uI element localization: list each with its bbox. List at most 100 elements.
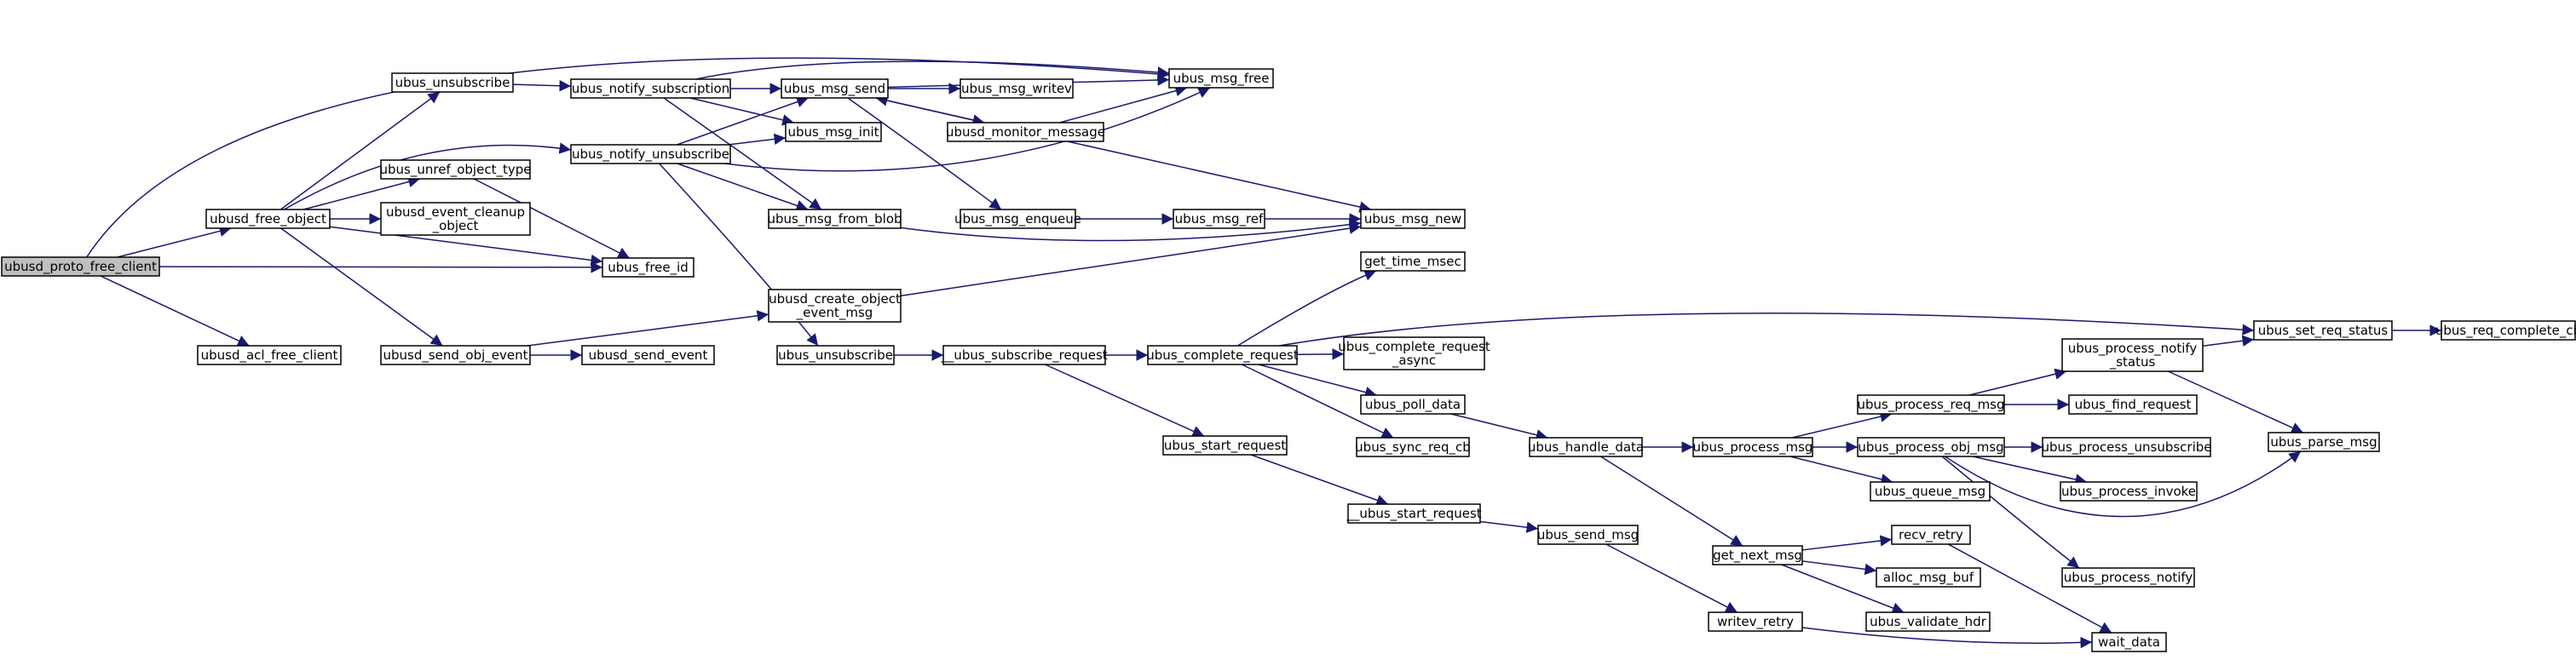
node-box <box>1870 481 1991 502</box>
node-writev-retry[interactable]: writev_retry <box>1708 611 1803 632</box>
node-label: recv_retry <box>1899 527 1963 543</box>
node-ubus-process-notify-status[interactable]: ubus_process_notify_status <box>2061 338 2204 372</box>
node-ubus-msg-enqueue[interactable]: ubus_msg_enqueue <box>954 209 1081 229</box>
node-ubus-free-id[interactable]: ubus_free_id <box>602 257 694 278</box>
node---ubus-start-request[interactable]: __ubus_start_request <box>1346 503 1482 524</box>
node-box <box>380 345 531 365</box>
node-box <box>960 209 1076 229</box>
node-ubus-parse-msg[interactable]: ubus_parse_msg <box>2268 432 2380 452</box>
edge-ubusd_send_obj_event-to-ubusd_create_object_event_msg <box>527 310 769 347</box>
node-ubus-find-request[interactable]: ubus_find_request <box>2068 394 2198 415</box>
node-ubus-process-req-msg[interactable]: ubus_process_req_msg <box>1857 394 2005 415</box>
node-ubus-set-req-status[interactable]: ubus_set_req_status <box>2253 320 2393 341</box>
node-ubusd-create-object-event-msg[interactable]: ubusd_create_object_event_msg <box>768 289 902 323</box>
edge-ubus_complete_request-to-ubus_sync_req_cb <box>1241 364 1394 439</box>
node-ubus-validate-hdr[interactable]: ubus_validate_hdr <box>1865 611 1991 632</box>
node-ubus-process-obj-msg[interactable]: ubus_process_obj_msg <box>1857 437 2005 457</box>
edge-get_next_msg-to-recv_retry <box>1801 535 1893 551</box>
node-recv-retry[interactable]: recv_retry <box>1891 525 1971 545</box>
edge-ubusd_proto_free_client-to-ubusd_free_object <box>117 225 232 258</box>
node-wait-data[interactable]: wait_data <box>2091 632 2167 652</box>
node-box <box>1865 611 1991 632</box>
node-box <box>2060 481 2198 502</box>
node-label: ubus_msg_send <box>784 81 885 97</box>
edge-ubusd_monitor_message-to-ubus_msg_send <box>875 95 985 123</box>
node-label: ubus_notify_subscription <box>572 81 729 97</box>
node-ubus-queue-msg[interactable]: ubus_queue_msg <box>1870 481 1991 502</box>
edge-ubusd_free_object-to-ubus_unsubscribe <box>279 91 441 210</box>
node-ubus-msg-from-blob[interactable]: ubus_msg_from_blob <box>767 209 902 229</box>
edge-ubusd_free_object-to-ubus_unref_object_type <box>303 175 420 210</box>
edge-ubus_process_msg-to-ubus_queue_msg <box>1789 456 1893 485</box>
node-ubus-msg-init[interactable]: ubus_msg_init <box>785 122 882 142</box>
node-ubus-start-request[interactable]: ubus_start_request <box>1162 435 1288 456</box>
node-ubus-process-unsubscribe[interactable]: ubus_process_unsubscribe <box>2042 437 2212 457</box>
node-ubus-process-invoke[interactable]: ubus_process_invoke <box>2060 481 2198 502</box>
node-ubusd-acl-free-client[interactable]: ubusd_acl_free_client <box>197 345 342 365</box>
node-box <box>1162 435 1288 456</box>
node-box <box>1712 545 1803 565</box>
node-ubus-unsubscribe2[interactable]: ubus_unsubscribe <box>776 345 895 365</box>
node-get-next-msg[interactable]: get_next_msg <box>1712 545 1803 565</box>
node-ubus-process-notify[interactable]: ubus_process_notify <box>2061 567 2195 588</box>
node-ubusd-proto-free-client[interactable]: ubusd_proto_free_client <box>1 256 160 277</box>
node-box <box>768 289 902 323</box>
node-label: ubus_process_msg <box>1693 439 1813 456</box>
edge-ubus_process_obj_msg-to-ubus_process_notify <box>1941 456 2080 569</box>
node---ubus-subscribe-request[interactable]: __ubus_subscribe_request <box>940 345 1108 365</box>
node-box <box>1168 68 1274 89</box>
node-label: ubus_msg_enqueue <box>954 211 1081 227</box>
edge-ubusd_monitor_message-to-ubus_msg_free <box>1059 85 1188 123</box>
node-ubus-unref-object-type[interactable]: ubus_unref_object_type <box>380 159 532 180</box>
node-label: ubus_free_id <box>608 260 689 276</box>
edge-ubusd_monitor_message-to-ubus_msg_new <box>1067 141 1372 213</box>
node-box <box>1537 525 1639 545</box>
node-box <box>947 122 1104 142</box>
node-label: ubusd_create_object <box>769 291 901 307</box>
node-ubus-msg-ref[interactable]: ubus_msg_ref <box>1173 209 1265 229</box>
edge-ubus_notify_subscription-to-ubus_msg_free <box>695 60 1170 80</box>
node-ubus-msg-new[interactable]: ubus_msg_new <box>1360 209 1466 229</box>
nodes: ubusd_proto_free_client ubusd_free_object… <box>1 68 2576 652</box>
node-box <box>2268 432 2380 452</box>
edge-ubus_notify_unsubscribe-to-ubus_msg_send <box>677 96 809 146</box>
node-ubusd-free-object[interactable]: ubusd_free_object <box>205 209 331 229</box>
node-ubus-complete-request[interactable]: ubus_complete_request <box>1146 345 1299 365</box>
node-label: ubusd_monitor_message <box>946 124 1105 141</box>
node-box <box>942 345 1106 365</box>
node-box <box>205 209 331 229</box>
node-label: ubus_sync_req_cb <box>1355 439 1471 456</box>
edge-ubus_handle_data-to-get_next_msg <box>1600 456 1743 547</box>
node-ubus-sync-req-cb[interactable]: ubus_sync_req_cb <box>1355 437 1471 457</box>
node-box <box>391 72 514 93</box>
node-ubus-msg-free[interactable]: ubus_msg_free <box>1168 68 1274 89</box>
node-box <box>380 202 531 236</box>
node-ubus-msg-send[interactable]: ubus_msg_send <box>781 78 889 99</box>
node-label: ubus_start_request <box>1164 438 1286 454</box>
node-label: ubus_unref_object_type <box>380 162 532 178</box>
node-ubus-poll-data[interactable]: ubus_poll_data <box>1360 394 1466 415</box>
node-label: ubus_process_notify <box>2064 570 2193 586</box>
node-box <box>776 345 895 365</box>
node-ubus-unsubscribe[interactable]: ubus_unsubscribe <box>391 72 514 93</box>
node-alloc-msg-buf[interactable]: alloc_msg_buf <box>1876 567 1981 588</box>
node-ubus-notify-subscription[interactable]: ubus_notify_subscription <box>570 78 731 99</box>
node-ubus-req-complete-cb[interactable]: ubus_req_complete_cb <box>2435 320 2576 341</box>
node-ubusd-send-obj-event[interactable]: ubusd_send_obj_event <box>380 345 531 365</box>
edge-writev_retry-to-wait_data <box>1801 627 2093 649</box>
node-ubus-process-msg[interactable]: ubus_process_msg <box>1692 437 1813 457</box>
node-ubus-complete-request-async[interactable]: ubus_complete_request_async <box>1338 336 1490 370</box>
node-ubus-send-msg[interactable]: ubus_send_msg <box>1537 525 1639 545</box>
edge-ubus_start_request-to-__ubus_start_request <box>1250 454 1389 506</box>
node-ubus-handle-data[interactable]: ubus_handle_data <box>1528 437 1644 457</box>
node-ubus-notify-unsubscribe[interactable]: ubus_notify_unsubscribe <box>570 144 731 164</box>
edge-ubus_complete_request-to-get_time_msec <box>1237 269 1377 347</box>
node-ubusd-send-event[interactable]: ubusd_send_event <box>581 345 715 365</box>
node-get-time-msec[interactable]: get_time_msec <box>1360 251 1466 272</box>
edge-ubusd_free_object-to-ubus_notify_unsubscribe <box>284 142 572 210</box>
edge-ubus_notify_unsubscribe-to-ubus_unsubscribe2 <box>659 163 819 347</box>
node-ubusd-monitor-message[interactable]: ubusd_monitor_message <box>946 122 1105 142</box>
node-ubus-msg-writev[interactable]: ubus_msg_writev <box>960 78 1074 99</box>
node-ubusd-event-cleanup-object[interactable]: ubusd_event_cleanup_object <box>380 202 531 236</box>
